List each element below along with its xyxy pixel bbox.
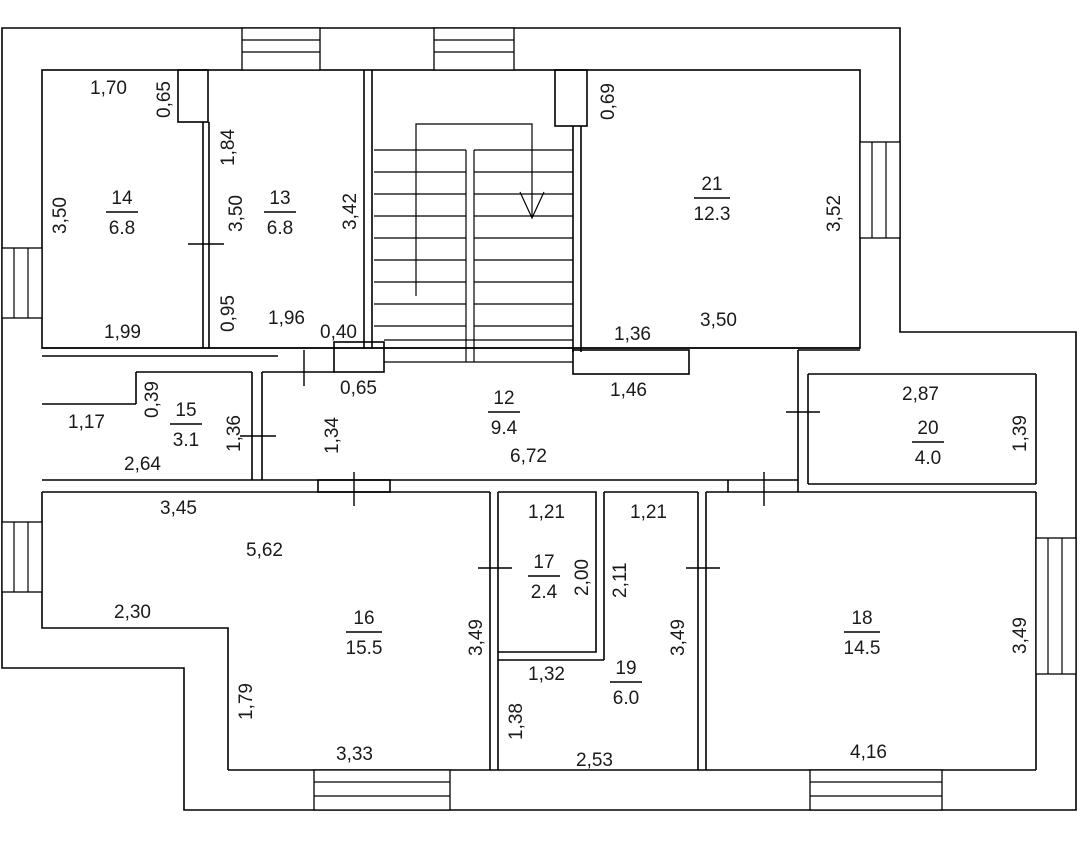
- dim-label: 2,11: [610, 562, 631, 598]
- dim-label: 0,40: [320, 322, 357, 343]
- stair-direction-arrow: [415, 123, 533, 296]
- dimension-labels: 1,70 1,99 1,96 0,40 0,65 1,36 3,50 1,46 …: [50, 78, 1031, 771]
- svg-text:6.8: 6.8: [267, 218, 293, 239]
- room-label-14: 14 6.8: [106, 188, 138, 239]
- svg-text:19: 19: [615, 658, 636, 679]
- room-label-18: 18 14.5: [844, 608, 881, 659]
- svg-text:15.5: 15.5: [346, 638, 383, 659]
- dim-label: 3,52: [824, 195, 845, 232]
- dim-label: 1,38: [506, 703, 527, 740]
- room-label-16: 16 15.5: [346, 608, 383, 659]
- interior-walls: [41, 69, 1037, 771]
- dim-label: 3,50: [700, 310, 737, 331]
- svg-text:18: 18: [851, 608, 872, 629]
- svg-text:21: 21: [701, 174, 722, 195]
- window-left-top: [1, 247, 43, 319]
- window-left-bottom: [1, 521, 43, 593]
- dim-label: 3,45: [160, 498, 197, 519]
- room-label-17: 17 2.4: [528, 552, 560, 603]
- dim-label: 0,69: [598, 83, 619, 120]
- svg-text:12: 12: [493, 388, 514, 409]
- window-top-2: [433, 27, 515, 71]
- dim-label: 1,84: [218, 129, 239, 166]
- svg-text:2.4: 2.4: [531, 582, 558, 603]
- window-bottom-2: [809, 769, 943, 811]
- window-bottom-1: [313, 769, 451, 811]
- dim-label: 2,53: [576, 750, 613, 771]
- windows: [1, 27, 1077, 811]
- dim-label: 0,39: [142, 381, 163, 418]
- dim-label: 1,36: [224, 415, 245, 452]
- room-label-12: 12 9.4: [488, 388, 520, 439]
- svg-text:9.4: 9.4: [491, 418, 518, 439]
- svg-text:20: 20: [917, 418, 938, 439]
- room-label-21: 21 12.3: [694, 174, 731, 225]
- svg-text:16: 16: [353, 608, 374, 629]
- dim-label: 3,49: [1010, 617, 1031, 654]
- svg-text:6.0: 6.0: [613, 688, 639, 709]
- dim-label: 1,39: [1010, 415, 1031, 452]
- window-right-top: [859, 141, 901, 239]
- room-label-19: 19 6.0: [610, 658, 642, 709]
- svg-text:17: 17: [533, 552, 554, 573]
- dim-label: 5,62: [246, 540, 283, 561]
- dim-label: 1,34: [322, 417, 343, 454]
- room-label-20: 20 4.0: [912, 418, 944, 469]
- svg-text:14.5: 14.5: [844, 638, 881, 659]
- dim-label: 6,72: [510, 446, 547, 467]
- svg-text:12.3: 12.3: [694, 204, 731, 225]
- dim-label: 1,32: [528, 664, 565, 685]
- door-markers: [188, 243, 820, 569]
- dim-label: 2,87: [902, 384, 939, 405]
- dim-label: 1,96: [268, 308, 305, 329]
- window-right-bottom: [1035, 537, 1077, 675]
- dim-label: 1,46: [610, 380, 647, 401]
- dim-label: 1,17: [68, 412, 105, 433]
- svg-text:15: 15: [175, 400, 196, 421]
- svg-text:4.0: 4.0: [915, 448, 941, 469]
- staircase: [374, 123, 573, 363]
- dim-label: 3,50: [50, 197, 71, 234]
- dim-label: 0,95: [218, 295, 239, 332]
- outer-wall: [1, 27, 1077, 811]
- window-top-1: [241, 27, 321, 71]
- svg-text:3.1: 3.1: [173, 430, 199, 451]
- dim-label: 3,49: [466, 619, 487, 656]
- dim-label: 3,50: [226, 195, 247, 232]
- room-label-15: 15 3.1: [170, 400, 202, 451]
- dim-label: 3,42: [340, 193, 361, 230]
- dim-label: 1,99: [104, 322, 141, 343]
- dim-label: 3,49: [668, 619, 689, 656]
- dim-label: 2,64: [124, 454, 161, 475]
- dim-label: 1,79: [236, 683, 257, 720]
- dim-label: 1,70: [90, 78, 127, 99]
- dim-label: 4,16: [850, 742, 887, 763]
- dim-label: 0,65: [340, 378, 377, 399]
- svg-text:13: 13: [269, 188, 290, 209]
- svg-text:14: 14: [111, 188, 133, 209]
- dim-label: 1,21: [630, 502, 667, 523]
- room-label-13: 13 6.8: [264, 188, 296, 239]
- dim-label: 0,65: [154, 81, 175, 118]
- dim-label: 1,21: [528, 502, 565, 523]
- dim-label: 3,33: [336, 744, 373, 765]
- dim-label: 1,36: [614, 324, 651, 345]
- dim-label: 2,30: [114, 602, 151, 623]
- svg-text:6.8: 6.8: [109, 218, 135, 239]
- dim-label: 2,00: [572, 559, 593, 596]
